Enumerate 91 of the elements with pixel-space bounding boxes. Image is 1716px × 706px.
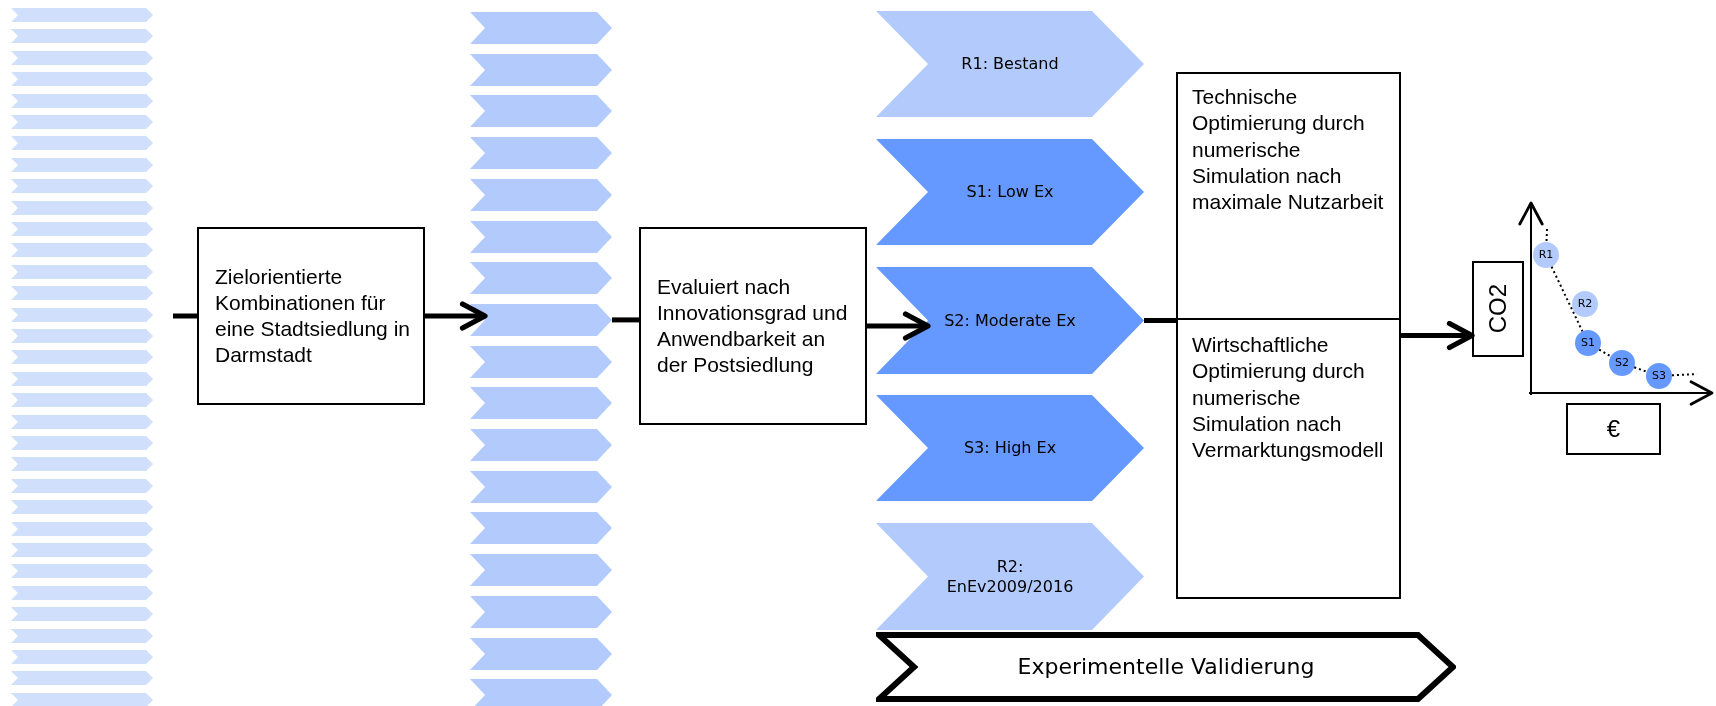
data-point-circle [1646,363,1672,389]
chevron-shape [11,286,153,301]
chevron-shape [11,243,153,258]
dotted-curve-segment [1633,366,1648,373]
chevron-shape [876,395,1144,501]
data-point-circle [1572,291,1598,317]
chevron-shape [11,585,153,600]
node-text: S3 [1652,369,1666,383]
dotted-curve-segment [1545,228,1548,243]
chevron-shape [470,429,612,461]
chevron-shape [470,137,612,170]
chevron-shape [470,637,612,670]
connector-line [1144,318,1176,323]
node-text: R2: EnEv2009/2016 [945,557,1075,596]
node-text: CO2 [1483,284,1512,334]
chevron-shape [11,307,153,322]
chevron-shape [11,457,153,472]
chevron-shape [11,671,153,686]
connector-line [612,317,639,323]
chevron-shape [876,523,1144,630]
chevron-shape [11,136,153,151]
chevron-shape [11,371,153,386]
chevron-shape [470,178,612,211]
chevron-shape [470,470,612,503]
chevron-shape [11,521,153,536]
data-point-circle [1575,330,1601,356]
chevron-shape [470,12,612,44]
chevron-shape [11,222,153,236]
chevron-shape [11,50,153,65]
chevron-shape [470,262,612,295]
chevron-shape [11,628,153,643]
chevron-shape [11,179,153,194]
chevron-shape [11,414,153,429]
chevron-shape [11,72,153,87]
chevron-shape [876,11,1144,117]
node-text: Evaluiert nach Innovationsgrad und Anwendbarkeit an der Postsiedlung [657,273,849,379]
node-text: Technische Optimierung durch numerische Simulation nach maximale Nutzarbeit [1192,84,1385,215]
dotted-curve-segment [1550,265,1584,333]
process-box [639,227,867,425]
chevron-shape [11,692,153,706]
chevron-shape [11,564,153,579]
chevron-shape [470,387,612,420]
split-box [1176,72,1401,599]
node-text: Zielorientierte Kombinationen für eine Stadtsiedlung in Darmstadt [215,263,411,369]
chevron-shape [470,554,612,587]
node-text: S2: Moderate Ex [944,310,1076,331]
chevron-shape [11,650,153,664]
chevron-shape [11,436,153,450]
chevron-shape [11,393,153,408]
node-text: S1: Low Ex [966,182,1054,202]
chevron-shape [11,157,153,172]
node-text: R1: Bestand [961,54,1059,74]
node-text: R2 [1577,297,1593,311]
node-text: Wirtschaftliche Optimierung durch numerische Simulation nach Vermarktungsmodell [1192,332,1385,463]
chevron-shape [11,500,153,515]
chevron-shape [11,93,153,108]
node-text: € [1606,414,1621,444]
chevron-shape [470,679,612,706]
chevron-shape [470,95,612,128]
chevron-shape [470,220,612,253]
chevron-shape [11,478,153,493]
chevron-shape [11,115,153,129]
chevron-shape [876,267,1144,374]
data-point-circle [1533,242,1559,268]
connector-line [173,313,197,319]
chevron-shape [876,139,1144,245]
dotted-curve-segment [1598,348,1612,358]
chevron-shape [11,264,153,279]
outlined-chevron [876,632,1456,702]
chevron-shape [470,345,612,378]
chevron-shape [11,350,153,365]
chevron-shape [11,29,153,44]
arrow [867,311,931,341]
chevron-shape [470,303,612,336]
node-text: S1 [1581,336,1595,350]
node-text: S2 [1615,356,1629,370]
chevron-shape [470,53,612,86]
axis-label-box [1472,261,1524,357]
node-text: S3: High Ex [963,438,1057,458]
chevron-shape [11,543,153,557]
node-text: R1 [1538,248,1554,262]
chevron-shape [11,607,153,622]
process-box [197,227,425,405]
chevron-shape [470,595,612,628]
chevron-shape [11,329,153,343]
chevron-shape [470,512,612,545]
chevron-shape [11,200,153,215]
axis-label-box [1566,403,1661,455]
chevron-shape [11,8,153,22]
data-point-circle [1609,350,1635,376]
node-text: Experimentelle Validierung [1017,653,1315,681]
